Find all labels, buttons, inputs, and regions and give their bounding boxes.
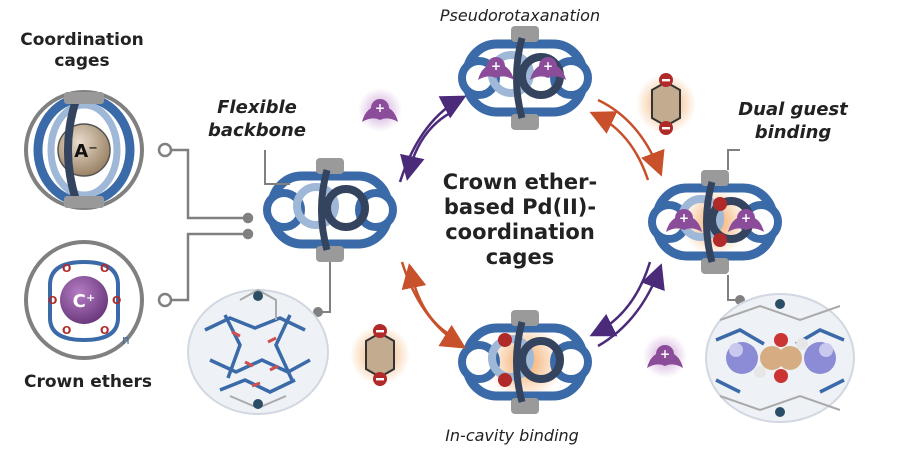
center-title: Crown ether-based Pd(II)-coordination ca… — [442, 170, 598, 269]
cation-guest-icon — [643, 334, 687, 378]
anion-guest-icon — [349, 323, 411, 387]
crown-ether-icon: C⁺ O O O O O O n — [24, 240, 144, 360]
oxygen-label: O — [100, 262, 109, 275]
crystal-structure-icon — [187, 288, 329, 415]
oxygen-label: O — [100, 324, 109, 337]
anion-guest-icon — [635, 72, 697, 136]
oxygen-label: O — [112, 294, 121, 307]
oxygen-label: O — [48, 294, 57, 307]
cation-guest-icon — [358, 88, 402, 132]
crystal-structure-icon — [705, 293, 855, 423]
coordination-cage-icon: A⁻ — [24, 90, 144, 210]
pseudorotaxanation-label: Pseudorotaxanation — [439, 6, 601, 25]
cage-bottom — [462, 310, 588, 414]
cycle-arrows — [398, 95, 665, 349]
crown-ethers-label: Crown ethers — [23, 372, 153, 392]
connector-lines — [157, 142, 254, 308]
flexible-backbone-label: Flexible backbone — [208, 97, 306, 141]
cage-left — [267, 158, 393, 262]
anion-symbol: A⁻ — [74, 141, 97, 162]
coordination-cages-label: Coordination cages — [20, 30, 144, 71]
repeat-unit-label: n — [122, 333, 130, 347]
in-cavity-binding-label: In-cavity binding — [445, 426, 579, 445]
dual-guest-binding-label: Dual guest binding — [738, 99, 848, 143]
oxygen-label: O — [62, 324, 71, 337]
cage-right — [652, 170, 778, 274]
cation-symbol: C⁺ — [73, 291, 96, 312]
oxygen-label: O — [62, 262, 71, 275]
cage-top — [462, 26, 588, 130]
